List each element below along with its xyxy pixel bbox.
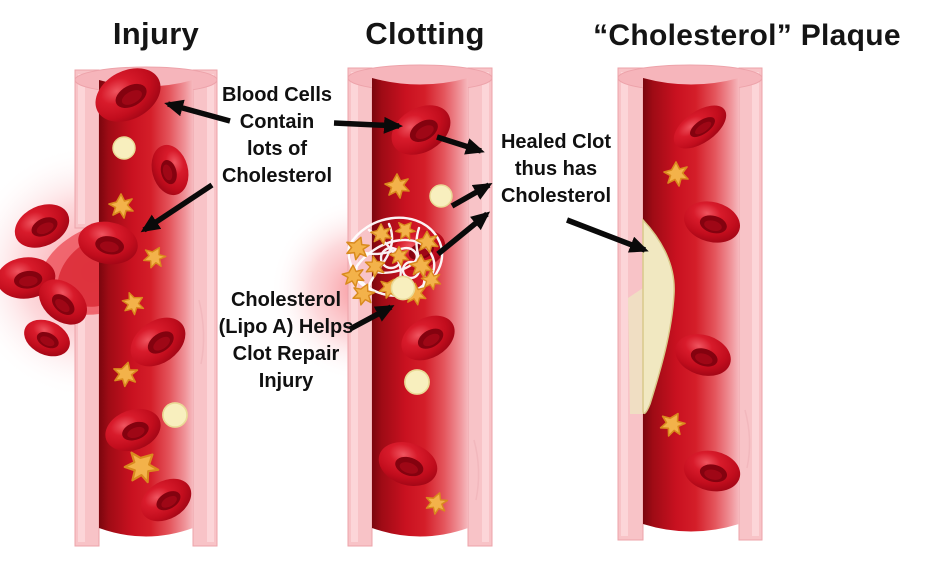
callout-blood-cells: Blood Cells Contain lots of Cholesterol (221, 84, 333, 187)
arrow-cell-to-healedclot (436, 134, 485, 155)
wall-seam (198, 299, 205, 365)
arrow-lipoa-to-clot (348, 304, 395, 332)
lipoprotein-particle (162, 402, 188, 428)
wall-highlight (621, 72, 628, 536)
annotation-arrows (140, 99, 649, 332)
callout-healed-clot: Healed Clot thus has Cholesterol (500, 131, 612, 207)
vessel-plaque (617, 64, 763, 541)
arrow-bloodcells-to-cell-v1 (164, 99, 231, 124)
callout-lipo-a: Cholesterol (Lipo A) Helps Clot Repair I… (218, 289, 354, 392)
plaque-deposit-base (628, 288, 643, 414)
lipoprotein-particle (429, 184, 453, 208)
wall-highlight (752, 72, 759, 536)
arrow-clot-to-healedclot (436, 211, 491, 257)
arrow-cholesterol-to-injury (140, 182, 214, 233)
arrow-bloodcells-to-cell-v2 (333, 116, 403, 134)
plaque-deposit (642, 218, 675, 415)
wall-highlight (482, 72, 489, 542)
title-clotting: Clotting (365, 16, 485, 51)
lipoprotein-particle (390, 275, 416, 301)
lipoprotein-particle (404, 369, 430, 395)
arrow-particle-to-healedclot (450, 182, 493, 209)
wall-highlight (78, 316, 85, 542)
arrow-healedclot-to-plaque (566, 217, 649, 253)
lipoprotein-particle (112, 136, 136, 160)
wall-highlight (351, 72, 358, 542)
fibrin-clot (341, 215, 451, 310)
wall-seam (744, 409, 751, 469)
wall-highlight (78, 74, 85, 224)
wall-highlight (207, 74, 214, 542)
wall-seam (473, 439, 480, 501)
title-injury: Injury (112, 16, 200, 51)
vessel-injury (0, 57, 220, 547)
title-cholesterol-plaque: “Cholesterol” Plaque (593, 19, 901, 52)
